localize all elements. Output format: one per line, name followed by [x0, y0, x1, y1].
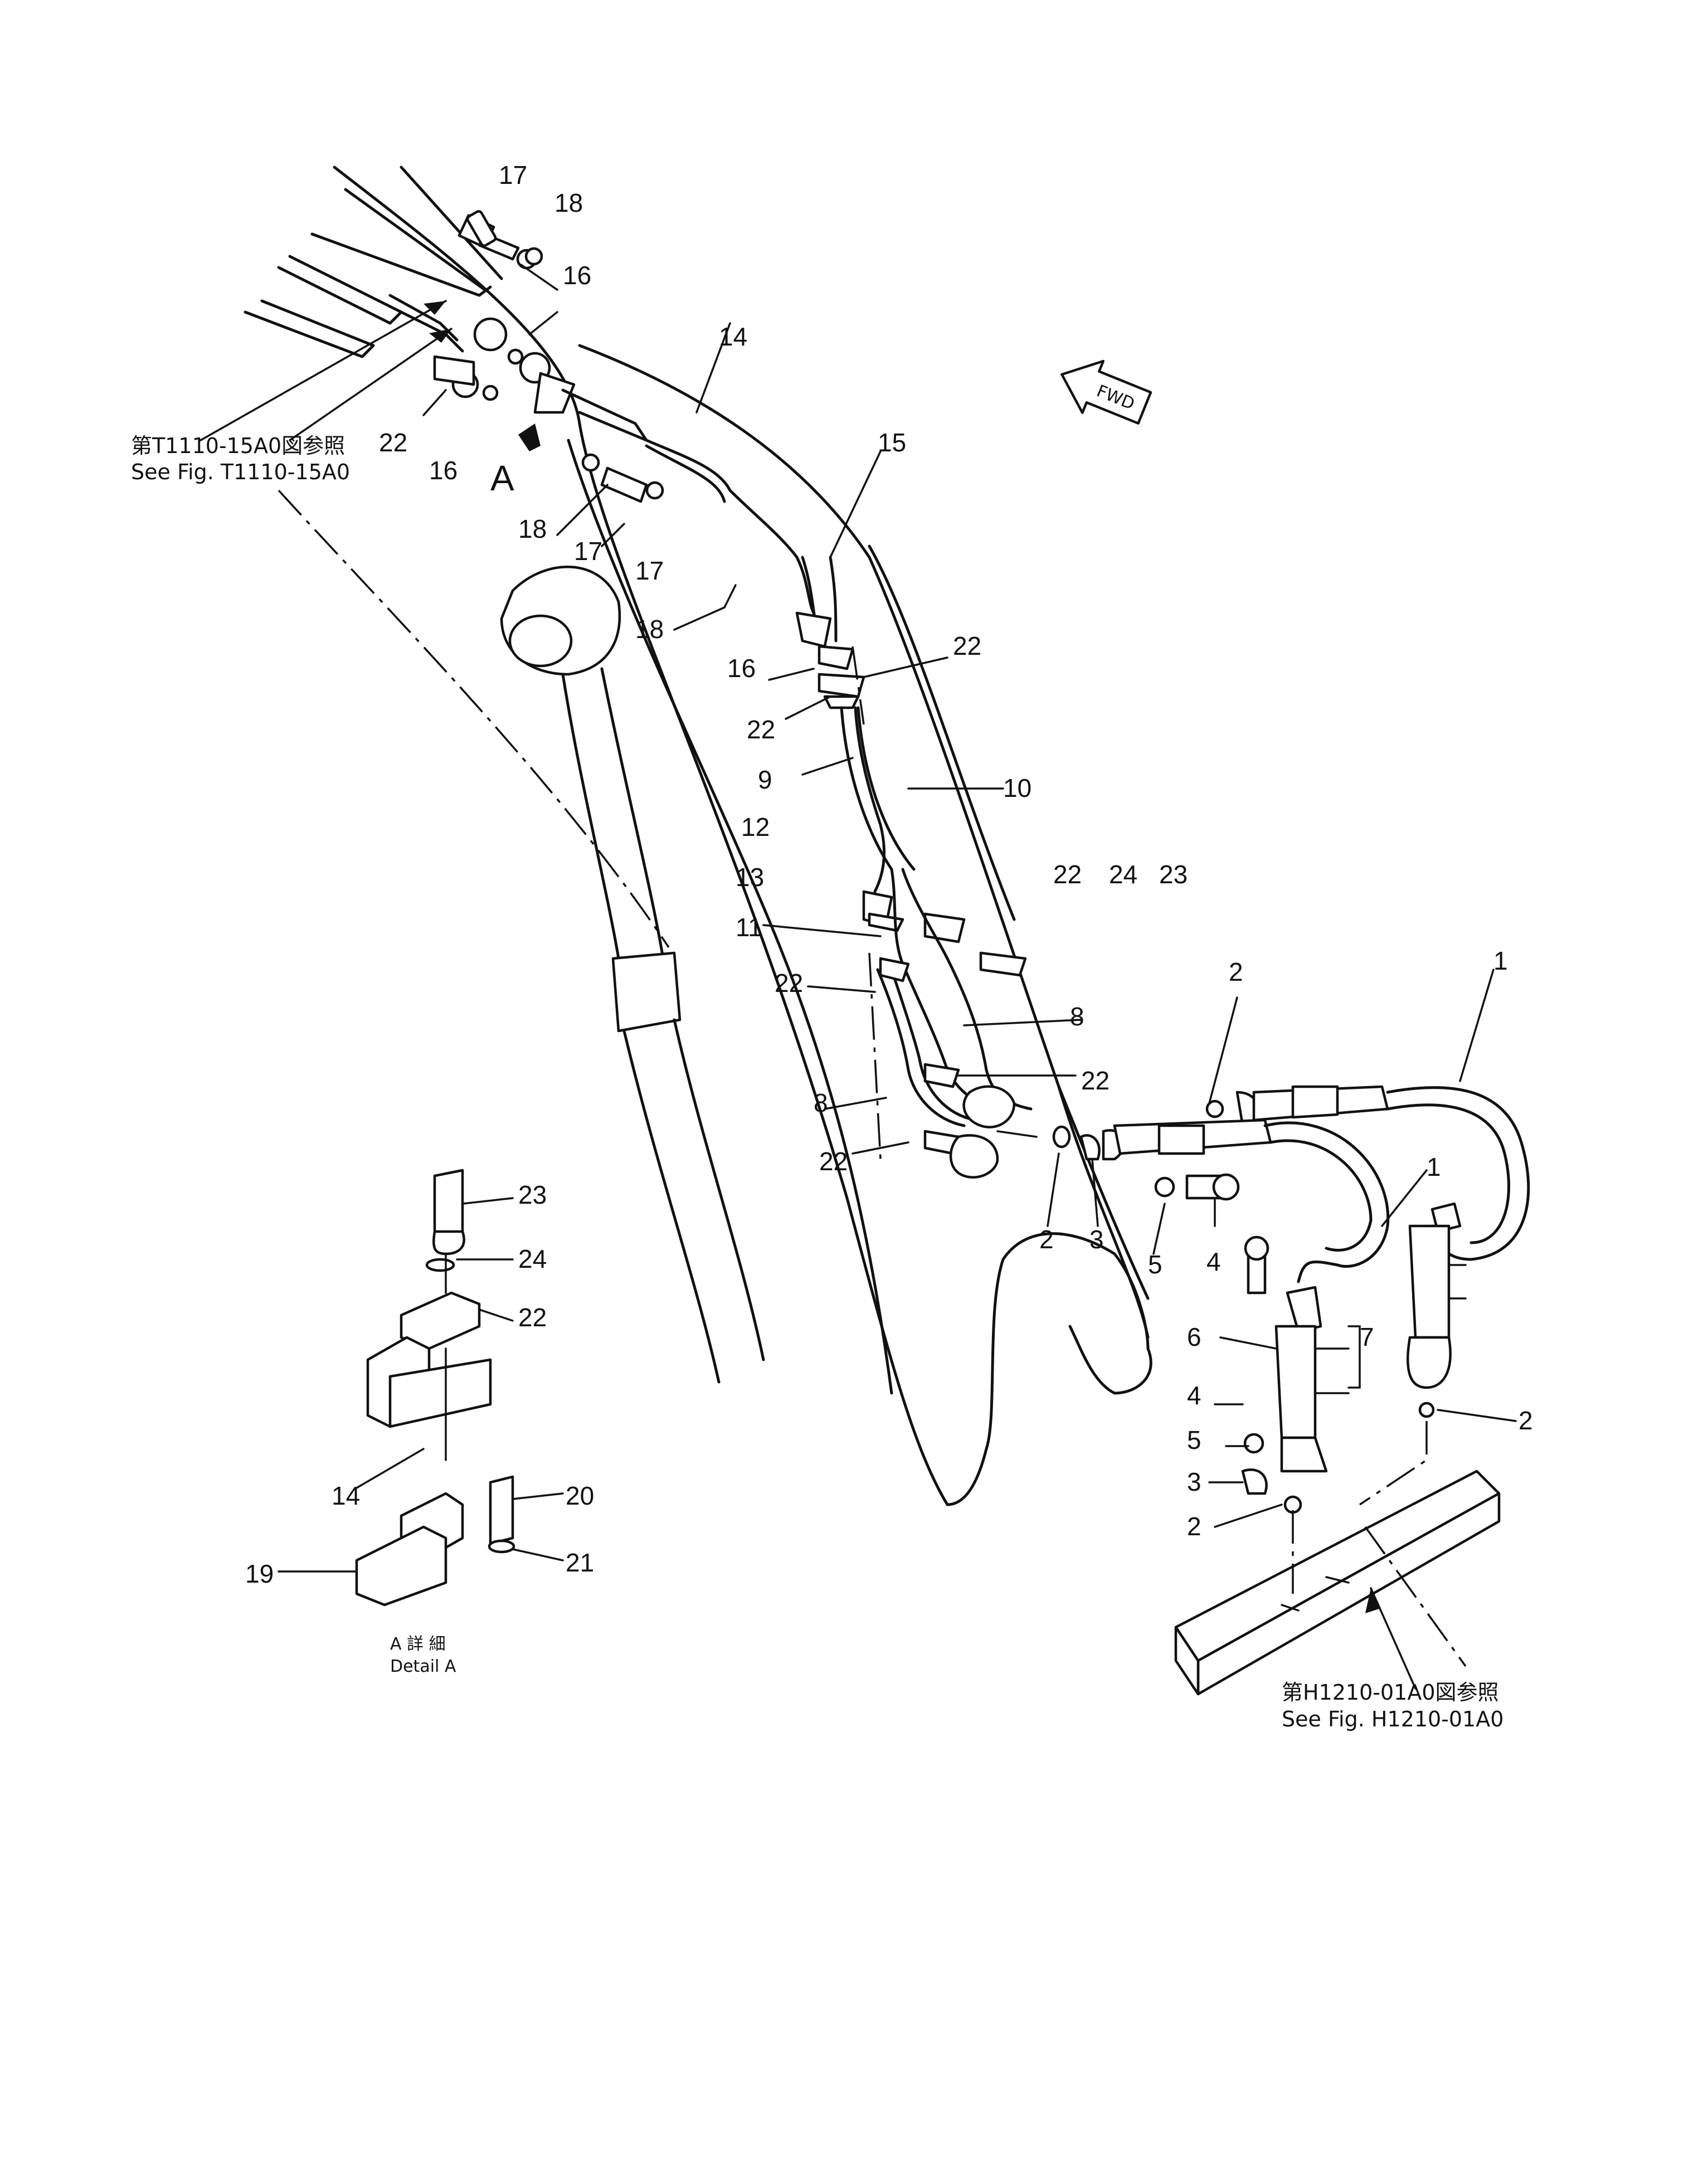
view-a-letter: A	[490, 458, 514, 498]
part-22-label: 22	[518, 1303, 547, 1332]
small-parts	[1052, 1125, 1302, 1514]
part-22-label: 22	[1053, 860, 1082, 889]
part-number-labels: 17 18 16 14 15 22 16 18 17 17 18 16 22 2…	[245, 160, 1533, 1588]
part-17-label: 17	[574, 537, 602, 566]
reference-bottom-en: See Fig. H1210-01A0	[1282, 1707, 1503, 1731]
part-22-label: 22	[953, 631, 981, 660]
part-13-label: 13	[736, 863, 764, 892]
part-14-label: 14	[332, 1481, 360, 1510]
part-22-label: 22	[1081, 1066, 1110, 1095]
number-leaders	[278, 264, 1517, 1573]
forward-arrow: FWD	[1060, 359, 1152, 425]
part-3-label: 3	[1187, 1467, 1201, 1496]
part-19-label: 19	[245, 1559, 274, 1588]
part-15-label: 15	[878, 428, 906, 457]
part-5-label: 5	[1187, 1425, 1201, 1454]
part-5-label: 5	[1148, 1250, 1162, 1279]
hose-lower	[1102, 1118, 1390, 1473]
centerlines	[278, 489, 1467, 1667]
part-1-label: 1	[1427, 1152, 1441, 1181]
part-16-label: 16	[563, 261, 591, 290]
reference-bottom-jp: 第H1210-01A0図参照	[1282, 1680, 1499, 1705]
part-1-label: 1	[1493, 946, 1508, 975]
part-8-label: 8	[814, 1088, 828, 1117]
pipe-routing	[645, 439, 1033, 1179]
part-18-label: 18	[518, 514, 547, 543]
part-23-label: 23	[1159, 860, 1188, 889]
part-9-label: 9	[758, 765, 772, 794]
frame-bracket	[1174, 1470, 1501, 1696]
part-17-label: 17	[499, 160, 527, 189]
part-24-label: 24	[1109, 860, 1137, 889]
detail-a-label-jp: A 詳 細	[390, 1634, 446, 1654]
part-18-label: 18	[554, 188, 583, 217]
part-2-label: 2	[1229, 957, 1243, 986]
part-14-label: 14	[719, 322, 747, 351]
part-4-label: 4	[1206, 1247, 1221, 1276]
reference-top-en: See Fig. T1110-15A0	[131, 460, 350, 484]
part-22-label: 22	[775, 969, 803, 998]
detail-a-label-en: Detail A	[390, 1657, 456, 1676]
part-8-label: 8	[1070, 1002, 1084, 1031]
part-16-label: 16	[727, 654, 756, 683]
part-20-label: 20	[566, 1481, 594, 1510]
part-18-label: 18	[635, 615, 664, 644]
detail-a: A 詳 細 Detail A	[355, 1169, 515, 1676]
part-22-label: 22	[819, 1147, 848, 1176]
reference-top-jp: 第T1110-15A0図参照	[131, 434, 345, 458]
part-16-label: 16	[429, 456, 458, 485]
part-4-label: 4	[1187, 1381, 1201, 1410]
part-6-label: 6	[1187, 1322, 1201, 1351]
part-2-label: 2	[1039, 1225, 1054, 1254]
part-22-label: 22	[379, 428, 407, 457]
top-fittings	[433, 210, 664, 503]
part-3-label: 3	[1089, 1225, 1104, 1254]
part-10-label: 10	[1003, 773, 1031, 802]
part-21-label: 21	[566, 1548, 594, 1577]
hose-upper	[1205, 1085, 1530, 1418]
reference-leaders	[199, 300, 1417, 1690]
part-11-label: 11	[736, 913, 762, 942]
part-12-label: 12	[741, 812, 770, 841]
part-23-label: 23	[518, 1180, 547, 1209]
part-17-label: 17	[635, 556, 664, 585]
part-24-label: 24	[518, 1244, 547, 1273]
part-22-label: 22	[747, 715, 775, 744]
part-2-label: 2	[1187, 1512, 1201, 1541]
part-7-label: 7	[1360, 1322, 1374, 1351]
boom-cylinder	[500, 565, 765, 1384]
part-2-label: 2	[1519, 1406, 1533, 1435]
boom-outline	[333, 166, 1152, 1506]
